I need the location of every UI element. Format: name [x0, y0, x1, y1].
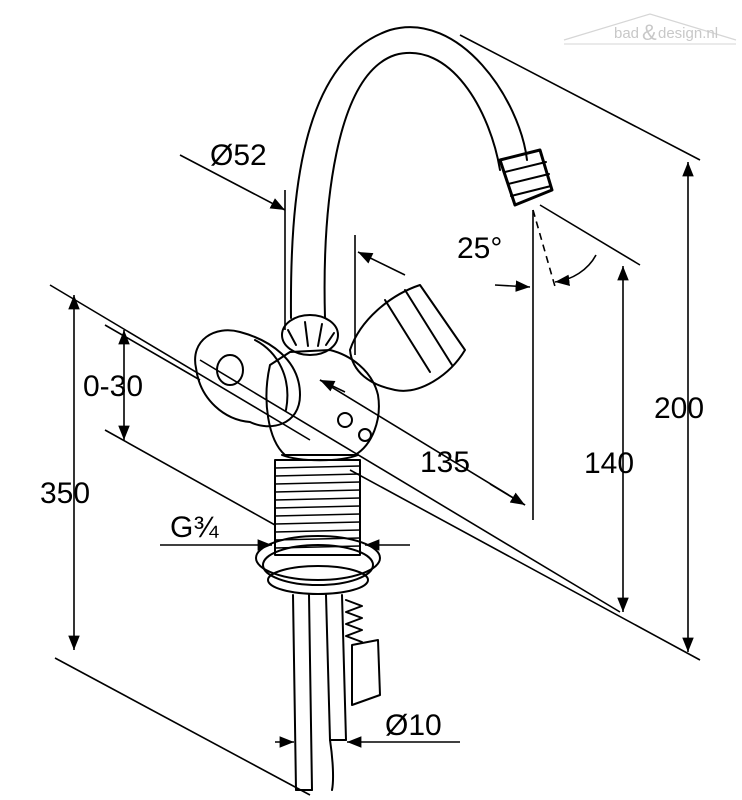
mounting-washer — [255, 535, 381, 581]
supply-pipe-right — [325, 594, 347, 741]
label-dia52: Ø52 — [210, 139, 267, 172]
supply-pipe-left — [292, 594, 313, 791]
label-angle: 25° — [457, 232, 502, 265]
watermark-text-left: bad — [614, 25, 639, 42]
weight — [351, 639, 381, 706]
spout-collar — [281, 314, 339, 356]
label-range: 0-30 — [83, 370, 143, 403]
watermark-text-right: design.nl — [658, 25, 718, 42]
spout-aerator — [498, 148, 554, 207]
label-dia10: Ø10 — [385, 709, 442, 742]
spout — [289, 26, 528, 319]
angle-axis — [532, 209, 557, 291]
dim-line-dia52 — [179, 154, 286, 211]
faucet-drawing — [194, 26, 554, 791]
watermark-logo: bad & design.nl — [562, 10, 738, 50]
watermark-ampersand: & — [642, 20, 657, 45]
label-thread: G¾ — [170, 511, 219, 544]
label-height-base: 350 — [40, 477, 90, 510]
spring — [345, 599, 363, 643]
left-handle — [194, 329, 301, 428]
dimension-lines — [49, 34, 701, 796]
thread-lines — [274, 465, 361, 549]
label-height-spout: 140 — [584, 447, 634, 480]
watermark-roof-icon — [563, 13, 737, 41]
label-height-total: 200 — [654, 392, 704, 425]
label-reach: 135 — [420, 446, 470, 479]
right-handle — [349, 284, 466, 392]
dimension-labels: Ø52 25° 0-30 135 140 200 350 G¾ Ø10 — [40, 139, 704, 742]
